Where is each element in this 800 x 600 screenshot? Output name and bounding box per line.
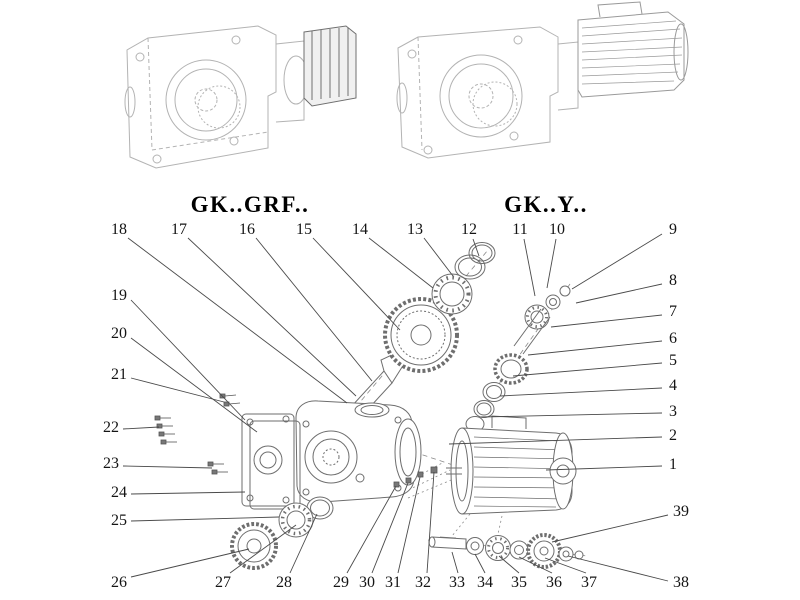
callout-7: 7 [669,303,677,320]
callout-8: 8 [669,272,677,289]
exploded-bearing-set [230,496,334,570]
leader-line-30 [371,482,409,574]
leader-line-21 [130,377,225,403]
callout-18: 18 [111,221,127,238]
leader-line-28 [289,513,318,574]
callout-4: 4 [669,377,677,394]
callout-33: 33 [449,574,465,591]
leader-line-1 [545,465,663,471]
leader-line-22 [122,426,160,430]
callout-32: 32 [415,574,431,591]
leader-line-32 [426,471,435,574]
callout-5: 5 [669,352,677,369]
leader-line-12 [472,238,480,257]
variant-title-y: GK..Y.. [504,192,588,217]
leader-line-19 [130,299,246,421]
exploded-gear-assembly [348,242,496,422]
gearbox-y-drawing [396,1,689,159]
callout-13: 13 [407,221,423,238]
variant-title-grf: GK..GRF.. [190,192,310,217]
leader-line-10 [546,238,557,289]
callout-1: 1 [669,456,677,473]
leader-line-6 [527,340,663,356]
leader-line-29 [346,485,397,574]
leader-line-20 [130,337,258,433]
leader-line-24 [130,491,246,495]
callout-31: 31 [385,574,401,591]
callout-14: 14 [352,221,368,238]
leader-line-5 [512,362,663,377]
leader-line-2 [448,436,663,445]
leader-line-15 [312,237,401,331]
leader-line-35 [498,555,520,574]
leader-line-7 [550,314,663,328]
callout-9: 9 [669,221,677,238]
callout-19: 19 [111,287,127,304]
exploded-flange-plates [241,413,301,510]
ribbed-input-cover [303,25,357,107]
callout-25: 25 [111,512,127,529]
callout-37: 37 [581,574,597,591]
callout-23: 23 [103,455,119,472]
callout-6: 6 [669,330,677,347]
callout-36: 36 [546,574,562,591]
leader-line-8 [575,283,663,304]
callout-21: 21 [111,366,127,383]
leader-line-23 [122,465,213,469]
callout-28: 28 [276,574,292,591]
exploded-housing [295,400,422,503]
leader-line-26 [130,548,250,578]
leader-line-3 [480,412,663,418]
leader-line-34 [474,553,486,574]
fastener-screws [154,393,438,488]
callout-16: 16 [239,221,255,238]
callout-20: 20 [111,325,127,342]
leader-line-9 [571,233,663,290]
callout-12: 12 [461,221,477,238]
leader-line-4 [499,387,663,397]
leader-line-36 [518,556,553,574]
exploded-motor [446,415,577,515]
callout-35: 35 [511,574,527,591]
callout-10: 10 [549,221,565,238]
leader-line-27 [229,524,297,574]
leader-line-14 [368,237,434,289]
callout-34: 34 [477,574,493,591]
callout-15: 15 [296,221,312,238]
leader-line-18 [127,237,348,404]
leader-line-37 [544,557,587,574]
leader-line-16 [255,237,373,382]
leader-line-17 [187,237,357,397]
exploded-pinion-assembly [465,285,571,432]
callout-39: 39 [673,503,689,520]
leader-line-31 [397,476,421,574]
callout-29: 29 [333,574,349,591]
leader-line-11 [523,238,536,297]
callout-27: 27 [215,574,231,591]
leader-lines [122,233,669,582]
exploded-output-shaft-parts [428,533,584,569]
callout-38: 38 [673,574,689,591]
callout-22: 22 [103,419,119,436]
motor-drawing [577,1,689,98]
gearbox-grf-drawing [124,25,357,169]
callout-17: 17 [171,221,187,238]
callout-11: 11 [512,221,528,238]
callout-30: 30 [359,574,375,591]
callout-2: 2 [669,427,677,444]
leader-line-13 [423,237,454,277]
leader-line-33 [451,551,459,574]
callout-24: 24 [111,484,127,501]
callout-3: 3 [669,403,677,420]
leader-line-39 [551,514,669,543]
leader-line-25 [130,516,280,522]
leader-line-38 [567,555,669,582]
callout-26: 26 [111,574,127,591]
